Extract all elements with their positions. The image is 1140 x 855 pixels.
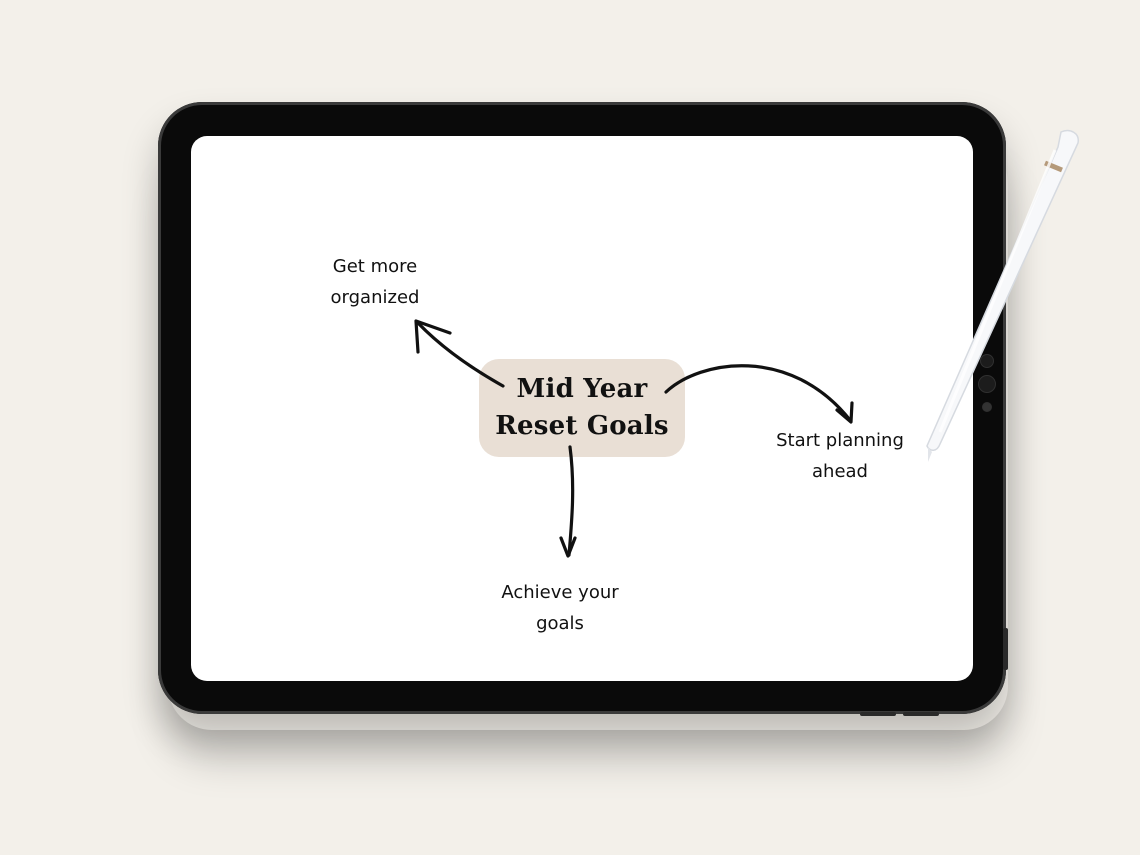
node-achieve-goals[interactable]: Achieve your goals (490, 577, 630, 639)
sensor-icon (980, 354, 994, 368)
node-label-line-1: Get more (332, 256, 418, 277)
center-title-line-2: Reset Goals (495, 411, 669, 441)
node-get-organized[interactable]: Get more organized (310, 251, 440, 313)
camera-icon (978, 375, 996, 393)
node-label-line-1: Achieve your (501, 582, 619, 603)
node-start-planning[interactable]: Start planning ahead (765, 425, 915, 487)
center-title-line-1: Mid Year (516, 374, 648, 404)
tablet-volume-button-2 (903, 712, 939, 716)
center-node[interactable]: Mid Year Reset Goals (479, 359, 685, 457)
flash-icon (982, 402, 992, 412)
node-label-line-2: ahead (812, 461, 868, 482)
node-label-line-1: Start planning (776, 430, 904, 451)
tablet-volume-button-1 (860, 712, 896, 716)
node-label-line-2: organized (330, 287, 420, 308)
tablet-side-button (1003, 628, 1008, 670)
node-label-line-2: goals (536, 613, 584, 634)
